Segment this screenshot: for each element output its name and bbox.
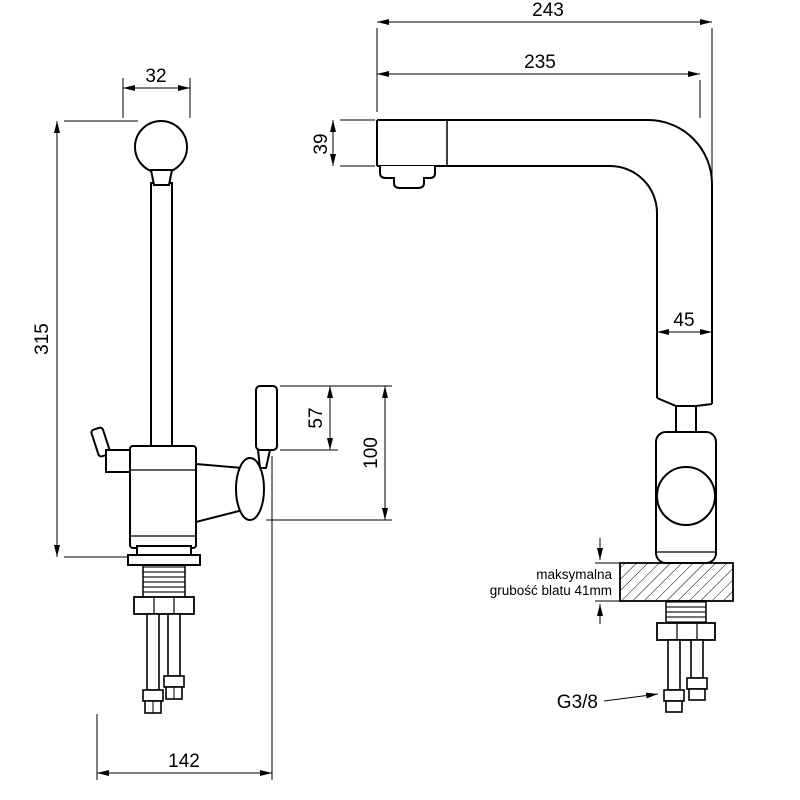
dim-lever-height-57 <box>280 385 392 451</box>
side-aerator <box>379 166 436 189</box>
side-neck-step-right <box>695 403 713 407</box>
side-hose-right <box>690 639 704 679</box>
front-neck-pipe <box>150 182 173 447</box>
dim-label-lever-height: 57 <box>306 407 327 428</box>
front-view-dimensions <box>54 78 392 780</box>
side-hose-left <box>667 639 681 691</box>
front-hose-left <box>146 613 160 691</box>
dim-label-spout-end-height: 39 <box>311 133 332 154</box>
side-view-dimensions <box>330 19 713 335</box>
dim-label-spout-reach: 235 <box>524 52 556 73</box>
front-right-ball-joint <box>235 457 265 521</box>
front-hose-left-fitting <box>142 689 164 702</box>
front-base-plate-lower <box>127 554 201 566</box>
dim-spout-reach-235 <box>377 71 701 118</box>
dim-total-height-315 <box>54 120 138 558</box>
side-neck <box>675 405 697 435</box>
counter-block <box>619 562 734 602</box>
dim-total-reach-243 <box>376 19 713 178</box>
dim-label-total-height: 315 <box>32 323 53 355</box>
side-spout-inner-edge <box>377 165 658 398</box>
dim-lever-span-100 <box>266 386 392 521</box>
dimension-labels: 32 315 57 100 142 243 235 39 45 maksymal… <box>32 0 695 772</box>
front-head-connector <box>149 169 174 186</box>
dim-label-bottom-width: 142 <box>168 751 200 772</box>
side-neck-step-left <box>656 397 677 407</box>
side-view <box>376 119 734 713</box>
front-body <box>129 445 197 549</box>
counter-note-line2: grubość blatu 41mm <box>490 583 612 598</box>
front-head-circle <box>134 120 188 174</box>
front-base-plate-upper <box>136 545 192 556</box>
dim-bottom-width-142 <box>96 456 273 780</box>
side-mounting-nut <box>656 622 716 641</box>
side-hose-right-fitting <box>686 677 708 690</box>
side-hose-right-hex <box>688 688 706 701</box>
thread-size-label: G3/8 <box>557 692 598 713</box>
front-hose-right-fitting <box>163 675 185 688</box>
dim-label-column-width: 45 <box>673 310 694 331</box>
side-hose-left-fitting <box>663 689 685 702</box>
front-right-lever <box>255 385 278 451</box>
side-hose-left-hex <box>665 700 683 713</box>
side-spout-outer-edge <box>377 119 713 404</box>
dim-spout-end-height-39 <box>330 119 375 167</box>
front-view <box>90 120 278 714</box>
dim-label-lever-span: 100 <box>361 437 382 469</box>
counter-note-line1: maksymalna <box>536 567 612 582</box>
side-ball-joint <box>656 466 716 526</box>
dim-label-top-width: 32 <box>145 66 166 87</box>
front-mounting-nut <box>133 596 195 615</box>
thread-leader-arrow <box>603 692 659 702</box>
front-hose-right <box>167 613 181 677</box>
dim-top-width-32 <box>122 78 191 118</box>
dim-label-total-reach: 243 <box>532 0 564 21</box>
